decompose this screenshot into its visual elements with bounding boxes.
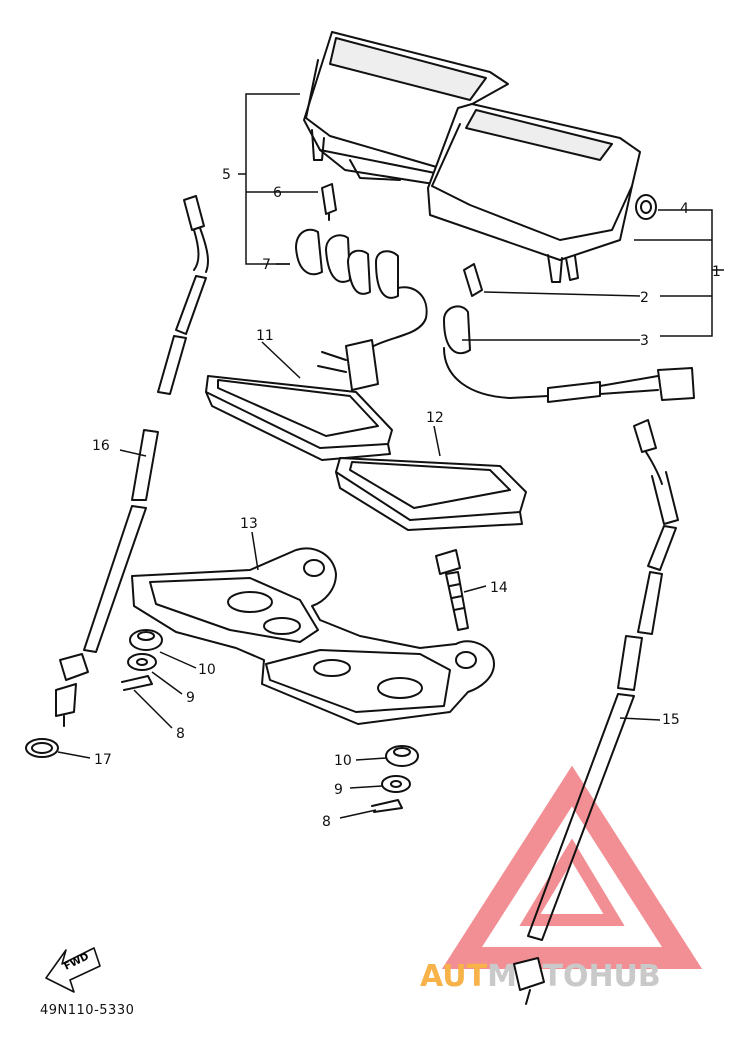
grommet-10-left — [130, 630, 162, 650]
tachometer-cable-15 — [514, 420, 678, 1004]
o-ring-17 — [26, 739, 58, 757]
clip-8-right — [372, 800, 402, 812]
gasket-11 — [206, 376, 392, 460]
callout-6: 6 — [273, 185, 282, 201]
callout-12: 12 — [426, 410, 444, 426]
callout-17: 17 — [94, 752, 112, 768]
watermark-triangle-inner — [530, 850, 614, 920]
callout-14: 14 — [490, 580, 508, 596]
bulb-socket-3 — [444, 306, 694, 402]
clip-8-left — [122, 676, 152, 690]
callout-10-left: 10 — [198, 662, 216, 678]
watermark-triangle-outer — [462, 786, 682, 958]
gasket-12 — [336, 458, 526, 530]
callout-7: 7 — [262, 257, 271, 273]
callout-8-right: 8 — [322, 814, 331, 830]
washer-9-right — [382, 776, 410, 792]
callout-3: 3 — [640, 333, 649, 349]
washer-9-left — [128, 654, 156, 670]
callout-5: 5 — [222, 167, 231, 183]
speedometer-cable-16 — [56, 196, 208, 726]
callout-8-left: 8 — [176, 726, 185, 742]
grommet-10-right — [386, 746, 418, 766]
callout-4: 4 — [680, 201, 689, 217]
meter-bulb-6 — [322, 184, 336, 220]
callout-2: 2 — [640, 290, 649, 306]
watermark-text-part3: HUB — [588, 959, 660, 994]
meter-bulb-2 — [464, 264, 482, 296]
callout-16: 16 — [92, 438, 110, 454]
callout-10-right: 10 — [334, 753, 352, 769]
callout-1: 1 — [712, 264, 721, 280]
watermark-text-part1: AUT — [420, 959, 488, 994]
leader-lines — [58, 94, 724, 818]
callout-11: 11 — [256, 328, 274, 344]
forward-arrow-icon — [46, 948, 100, 992]
tachometer-assembly — [428, 104, 656, 282]
diagram-code: 49N110-5330 — [40, 1003, 135, 1018]
callout-9-left: 9 — [186, 690, 195, 706]
bolt-14 — [436, 550, 468, 630]
callout-13: 13 — [240, 516, 258, 532]
speedometer-assembly — [304, 32, 508, 185]
meter-bracket-13 — [132, 548, 494, 724]
callout-15: 15 — [662, 712, 680, 728]
callout-9-right: 9 — [334, 782, 343, 798]
watermark-logo — [462, 786, 682, 958]
bulb-socket-cord-7 — [296, 230, 427, 390]
